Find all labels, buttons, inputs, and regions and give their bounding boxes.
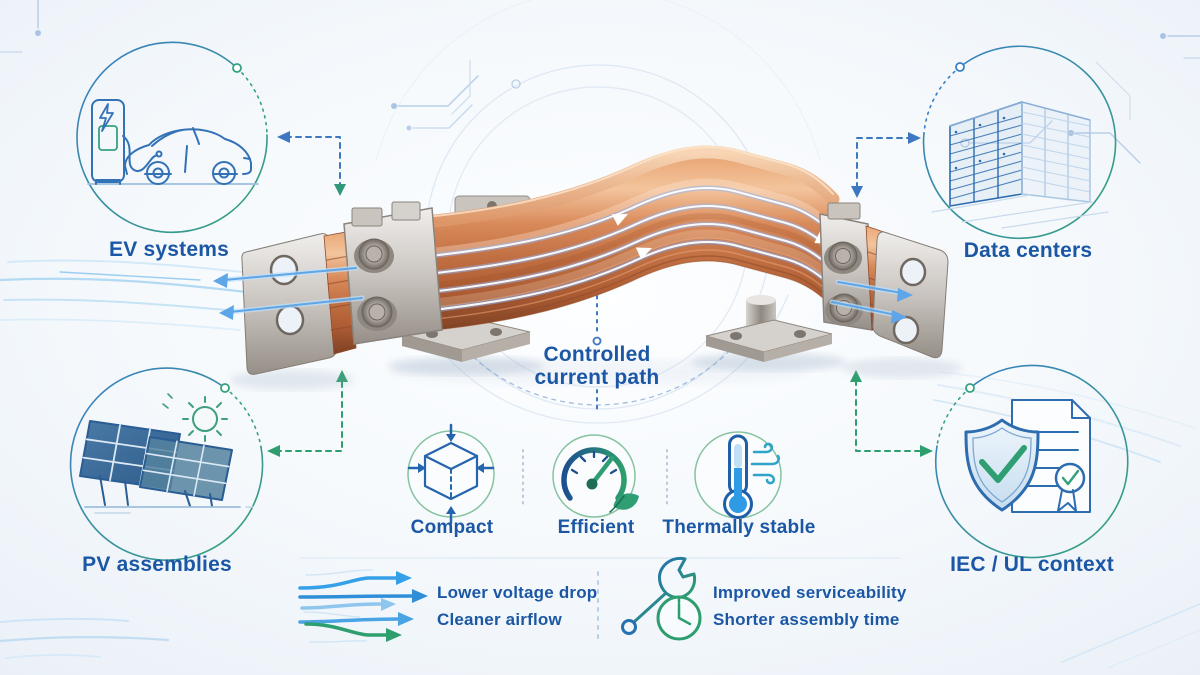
node-circle-iec (934, 364, 1129, 559)
node-circle-ev (76, 41, 268, 234)
benefit-line-voltage-drop: Lower voltage drop (437, 583, 598, 602)
connector-iec (850, 370, 933, 457)
current-path-line2: current path (534, 366, 660, 389)
feature-label-thermally-stable: Thermally stable (662, 517, 816, 538)
mounting-foot-right (705, 295, 833, 362)
node-label-data-centers: Data centers (963, 239, 1093, 262)
bolt (825, 293, 863, 326)
busbar-illustration (213, 145, 962, 390)
node-circle-data-centers (922, 45, 1117, 240)
connector-data-centers (851, 132, 921, 198)
current-path-line1: Controlled (543, 343, 651, 366)
bolt (357, 296, 397, 331)
wrench-clock-icon (621, 556, 702, 641)
feature-label-efficient: Efficient (557, 517, 635, 538)
shield-check-certificate-icon (964, 399, 1091, 513)
server-racks-icon (931, 101, 1109, 229)
node-label-pv: PV assemblies (82, 553, 232, 576)
flow-arrows-icon (298, 569, 428, 643)
solar-panel-sun-icon (79, 393, 254, 514)
node-circle-pv (69, 367, 264, 561)
feature-icons (299, 423, 901, 559)
node-label-iec: IEC / UL context (950, 553, 1114, 576)
busbar-right-terminal (819, 202, 949, 359)
bolt (354, 238, 394, 273)
ev-charging-car-icon (87, 99, 259, 185)
benefit-line-assembly-time: Shorter assembly time (713, 610, 900, 629)
benefit-line-serviceability: Improved serviceability (713, 583, 907, 602)
motion-streaks-left (0, 259, 251, 331)
benefit-text-service: Improved serviceability Shorter assembly… (713, 583, 907, 630)
thermometer-airflow-icon (694, 431, 782, 519)
terminal-arrows-left (213, 265, 365, 320)
bolt (824, 241, 862, 274)
benefit-icons (298, 556, 702, 645)
feature-label-compact: Compact (410, 517, 494, 538)
terminal-arrows-right (829, 279, 913, 324)
gauge-leaf-icon (552, 434, 639, 518)
compact-cube-arrows-icon (407, 423, 495, 525)
busbar-shadows (230, 353, 962, 390)
benefit-line-airflow: Cleaner airflow (437, 610, 562, 629)
node-label-ev: EV systems (109, 238, 229, 261)
connector-ev (277, 131, 346, 196)
benefit-text-electrical: Lower voltage drop Cleaner airflow (437, 583, 597, 630)
current-path-annotation: Controlled current path (535, 343, 660, 389)
